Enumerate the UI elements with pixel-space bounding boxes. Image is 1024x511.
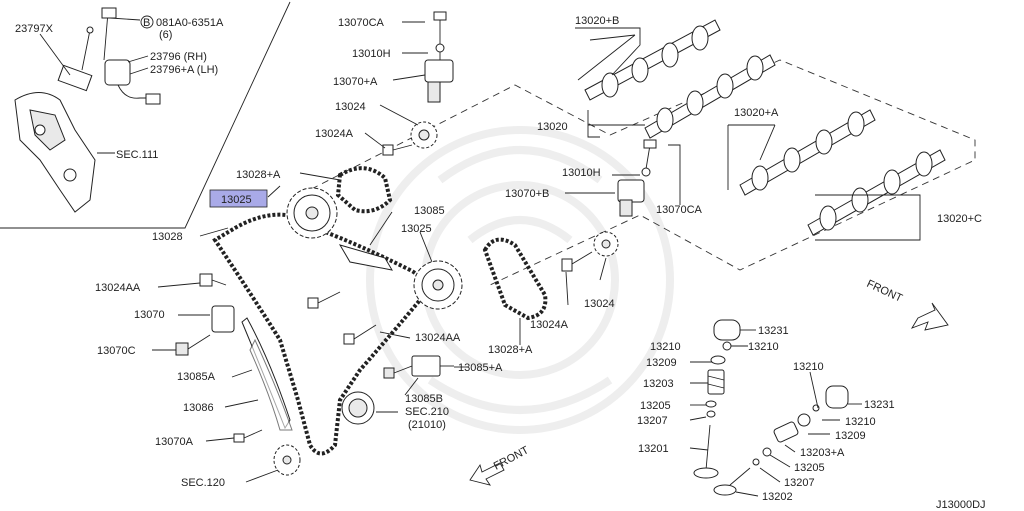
label-13210-right2: 13210 bbox=[845, 416, 876, 428]
label-13210-left2: 13210 bbox=[748, 341, 779, 353]
chain-13028a-right bbox=[482, 237, 548, 321]
label-13210-left1: 13210 bbox=[650, 341, 681, 353]
label-081a0: 081A0-6351A bbox=[156, 17, 224, 29]
label-13024-mid: 13024 bbox=[584, 298, 615, 310]
label-13085a-plus: 13085+A bbox=[458, 362, 503, 374]
bolt-13024a-upper bbox=[382, 144, 413, 156]
label-13070b: 13070+B bbox=[505, 188, 549, 200]
label-13028: 13028 bbox=[152, 231, 183, 243]
label-13070: 13070 bbox=[134, 309, 165, 321]
label-13085: 13085 bbox=[414, 205, 445, 217]
label-13025: 13025 bbox=[401, 223, 432, 235]
solenoid-13070a-top bbox=[424, 11, 454, 103]
label-23796: 23796 (RH) bbox=[150, 51, 207, 63]
valve-train-right bbox=[713, 385, 849, 496]
label-sec120: SEC.120 bbox=[181, 477, 225, 489]
label-081a0-qty: (6) bbox=[159, 29, 172, 41]
label-sec210: SEC.210 bbox=[405, 406, 449, 418]
reference-code: J13000DJ bbox=[936, 499, 986, 511]
tensioner-13085a-plus bbox=[383, 355, 454, 379]
bolt-13024a-mid bbox=[561, 251, 593, 272]
label-13010h-mid: 13010H bbox=[562, 167, 601, 179]
bolt-13070a-lower bbox=[233, 429, 263, 443]
label-13024aa-left: 13024AA bbox=[95, 282, 141, 294]
camshaft-13020a bbox=[739, 109, 876, 196]
circled-b-icon: B bbox=[140, 15, 154, 29]
label-13024a-top: 13024A bbox=[315, 128, 354, 140]
sprocket-13024-upper bbox=[410, 121, 438, 149]
label-13086: 13086 bbox=[183, 402, 214, 414]
label-13210-right1: 13210 bbox=[793, 361, 824, 373]
label-13020b: 13020+B bbox=[575, 15, 619, 27]
camshaft-13020b bbox=[584, 19, 721, 101]
label-13203: 13203 bbox=[643, 378, 674, 390]
label-23797x: 23797X bbox=[15, 23, 54, 35]
front-arrow-right-icon bbox=[910, 302, 949, 331]
label-21010: (21010) bbox=[408, 419, 446, 431]
leader-lines bbox=[152, 21, 921, 497]
label-front-right: FRONT bbox=[865, 278, 905, 305]
water-pump-sec210 bbox=[341, 391, 375, 425]
label-13070ca-top: 13070CA bbox=[338, 17, 385, 29]
sprocket-13025-upper bbox=[267, 185, 338, 239]
label-13028a-top: 13028+A bbox=[236, 169, 281, 181]
label-13028a-mid: 13028+A bbox=[488, 344, 533, 356]
label-13205-right: 13205 bbox=[794, 462, 825, 474]
label-13085a: 13085A bbox=[177, 371, 216, 383]
label-13070c: 13070C bbox=[97, 345, 136, 357]
solenoid-13070b-mid bbox=[617, 139, 657, 217]
label-13209-right: 13209 bbox=[835, 430, 866, 442]
part-labels: 23797X 081A0-6351A (6) 23796 (RH) 23796+… bbox=[15, 15, 986, 511]
label-13207-left: 13207 bbox=[637, 415, 668, 427]
guide-13085 bbox=[338, 244, 393, 271]
valve-train-left bbox=[693, 319, 741, 479]
label-13207-right: 13207 bbox=[784, 477, 815, 489]
label-13231-left: 13231 bbox=[758, 325, 789, 337]
timing-chain-13028 bbox=[212, 212, 426, 456]
label-13070a-top: 13070+A bbox=[333, 76, 378, 88]
watermark-emblem bbox=[366, 126, 674, 434]
inset-parts bbox=[14, 7, 161, 213]
svg-text:B: B bbox=[143, 17, 150, 29]
bolt-13024aa-right bbox=[307, 291, 377, 345]
label-13209-left: 13209 bbox=[646, 357, 677, 369]
label-13020c: 13020+C bbox=[937, 213, 982, 225]
inset-frame bbox=[0, 1, 291, 229]
label-13070ca-mid: 13070CA bbox=[656, 204, 703, 216]
camshaft-13020c bbox=[807, 149, 946, 236]
label-13025-highlight: 13025 bbox=[221, 194, 252, 206]
label-13010h-top: 13010H bbox=[352, 48, 391, 60]
tensioner-13070 bbox=[175, 305, 235, 356]
label-13024-top: 13024 bbox=[335, 101, 366, 113]
label-23796a: 23796+A (LH) bbox=[150, 64, 218, 76]
label-13203a: 13203+A bbox=[800, 447, 845, 459]
sprocket-13024-mid bbox=[593, 231, 619, 257]
sprocket-13025-lower bbox=[413, 260, 463, 310]
guide-13086 bbox=[249, 338, 293, 431]
highlight-box-13025 bbox=[209, 189, 268, 208]
label-13231-right: 13231 bbox=[864, 399, 895, 411]
label-front-lower: FRONT bbox=[492, 444, 531, 473]
label-sec111: SEC.111 bbox=[116, 149, 158, 161]
label-13020a: 13020+A bbox=[734, 107, 779, 119]
engine-outline-dashed bbox=[289, 59, 976, 286]
label-13024aa-right: 13024AA bbox=[415, 332, 461, 344]
label-13070a-low: 13070A bbox=[155, 436, 194, 448]
label-13085b: 13085B bbox=[405, 393, 443, 405]
camshaft-13020 bbox=[644, 54, 776, 139]
chain-13028a-upper bbox=[335, 166, 393, 214]
label-13201: 13201 bbox=[638, 443, 669, 455]
label-13024a-mid: 13024A bbox=[530, 319, 569, 331]
label-13020: 13020 bbox=[537, 121, 568, 133]
label-13202: 13202 bbox=[762, 491, 793, 503]
front-arrow-lower-icon bbox=[469, 462, 505, 486]
label-13205-left: 13205 bbox=[640, 400, 671, 412]
crank-sprocket-sec120 bbox=[273, 444, 301, 476]
bolt-13024aa-left bbox=[199, 273, 227, 287]
